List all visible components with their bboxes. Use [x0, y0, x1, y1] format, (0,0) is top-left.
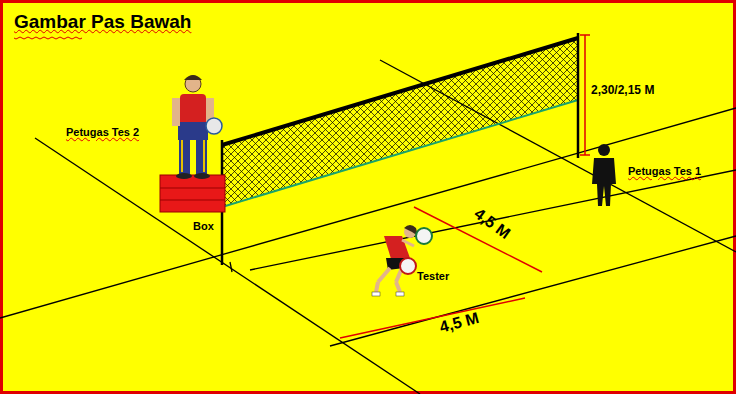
line-shape: [330, 236, 736, 346]
rect-shape: [160, 175, 225, 212]
official-label: Petugas Tes 2: [66, 126, 139, 138]
line-shape: [584, 35, 586, 155]
rect-shape: [179, 138, 190, 174]
official-2-figure: [172, 75, 222, 179]
line-shape: [577, 33, 580, 158]
line-shape: [378, 268, 390, 282]
rect-shape: [180, 94, 206, 126]
polygon-shape: [222, 38, 578, 207]
box: [160, 175, 225, 212]
player-label: Tester: [417, 270, 449, 282]
line-shape: [396, 282, 400, 292]
rect-shape: [196, 138, 207, 174]
rect-shape: [372, 292, 380, 296]
line-shape: [376, 282, 378, 292]
rect-shape: [172, 98, 180, 126]
circle-shape: [206, 118, 222, 134]
line-shape: [222, 100, 578, 207]
path-shape: [184, 75, 202, 80]
line-shape: [580, 34, 590, 36]
diagram-title: Gambar Pas Bawah: [14, 12, 191, 33]
net: [222, 33, 578, 265]
line-shape: [181, 140, 183, 172]
line-shape: [250, 170, 736, 270]
circle-shape: [416, 228, 432, 244]
path-shape: [592, 158, 616, 206]
path-shape: [14, 37, 82, 39]
circle-shape: [185, 76, 201, 92]
line-shape: [230, 262, 232, 272]
line-shape: [203, 140, 205, 172]
circle-shape: [598, 144, 610, 156]
official-1-silhouette: [592, 144, 616, 206]
circle-shape: [400, 258, 416, 274]
line-shape: [340, 298, 525, 338]
ellipse-shape: [176, 173, 192, 179]
official-label: Petugas Tes 1: [628, 165, 701, 177]
line-shape: [580, 154, 590, 156]
line-shape: [160, 200, 225, 201]
height-dimension: 2,30/2,15 M: [591, 84, 654, 97]
line-shape: [222, 38, 578, 145]
spellcheck-underlines: [14, 37, 82, 39]
dimension-lines: [340, 35, 590, 338]
line-shape: [160, 188, 225, 189]
rect-shape: [396, 292, 404, 296]
ellipse-shape: [194, 173, 210, 179]
line-shape: [402, 240, 414, 246]
rect-shape: [178, 122, 208, 140]
tester-figure: [372, 225, 432, 296]
box-label: Box: [193, 220, 214, 232]
